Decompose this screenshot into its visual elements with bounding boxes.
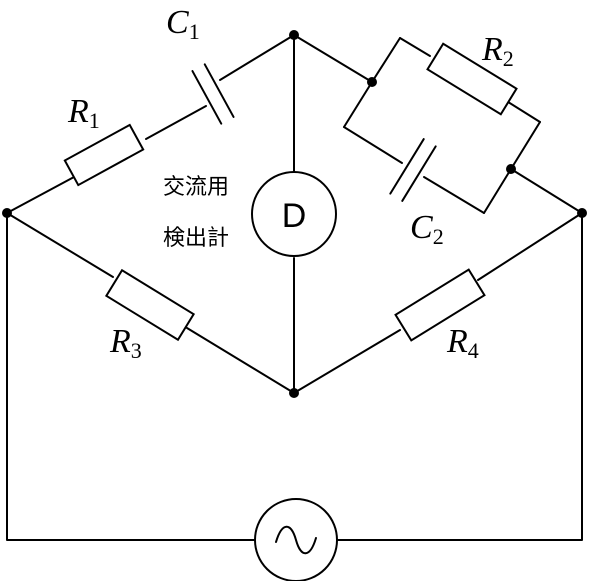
label-c1: C1	[166, 4, 200, 44]
node-parallel-left	[367, 77, 377, 87]
wire-c2-to-par-corner	[423, 176, 485, 214]
wire-bottom-to-r4	[293, 329, 401, 394]
wire-left-supply	[6, 212, 256, 541]
capacitor-c2	[389, 138, 437, 202]
wire-par-lower-lead-left	[343, 81, 373, 128]
detector-meter: D	[251, 171, 337, 257]
resistor-r3	[104, 268, 196, 342]
capacitor-c1	[191, 63, 235, 125]
wire-r4-to-right	[477, 212, 583, 281]
wire-top-to-parallel	[293, 34, 373, 83]
wire-par-right-lead	[510, 121, 541, 170]
wires	[6, 34, 583, 541]
resistor-r1	[63, 123, 145, 187]
wire-right-supply	[336, 212, 583, 541]
label-r2: R2	[481, 31, 514, 71]
resistor-r2	[426, 42, 518, 116]
detector-caption-line2: 検出計	[163, 226, 229, 251]
wire-r2-to-par-right	[504, 99, 541, 123]
node-bottom	[289, 388, 299, 398]
node-parallel-right	[506, 164, 516, 174]
detector-symbol: D	[282, 197, 307, 235]
detector-circle	[251, 171, 337, 257]
resistor-r4	[394, 268, 486, 342]
detector-caption-line1: 交流用	[163, 175, 229, 200]
label-c2: C2	[410, 209, 444, 249]
wire-left-to-r1	[6, 176, 75, 214]
label-r4: R4	[446, 323, 479, 363]
junction-nodes	[2, 30, 587, 398]
label-r1: R1	[67, 93, 100, 133]
wire-par-upper-lead-left	[371, 37, 401, 83]
node-right	[577, 208, 587, 218]
wire-par-lower-to-c2	[343, 126, 403, 164]
node-left	[2, 208, 12, 218]
wire-parallel-to-right	[510, 168, 583, 214]
ac-source	[254, 498, 338, 581]
wire-c1-to-top	[219, 34, 295, 81]
wire-par-upper-to-r2	[399, 37, 431, 57]
ac-sine-icon	[275, 525, 317, 555]
wire-r1-to-c1	[145, 105, 207, 140]
wire-par-corner-to-junction	[483, 168, 512, 214]
label-r3: R3	[109, 323, 142, 363]
wire-r3-to-bottom	[186, 327, 295, 394]
wire-left-to-r3	[6, 212, 114, 278]
node-top	[289, 30, 299, 40]
